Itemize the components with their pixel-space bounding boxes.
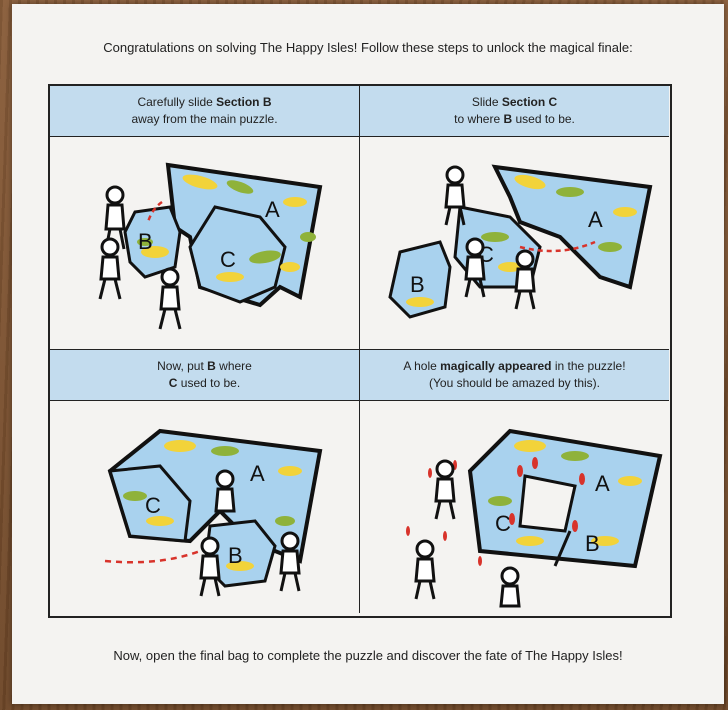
step-1-illustration: A C B [98,162,323,330]
piece-b [388,240,452,319]
characters [199,469,301,597]
puzzle-main: A C [165,162,323,308]
svg-text:A: A [588,207,603,232]
step-4-panel: A hole magically appeared in the puzzle!… [360,350,669,613]
characters [414,459,521,608]
label-b: B [138,229,153,254]
step-2-caption: Slide Section C to where B used to be. [360,86,669,137]
characters [444,165,536,310]
svg-text:A: A [250,461,265,486]
characters [98,185,182,330]
label-a: A [265,197,280,222]
magic-hole [518,474,577,533]
step-1-caption: Carefully slide Section B away from the … [50,86,359,137]
svg-text:C: C [145,493,161,518]
label-c: C [220,247,236,272]
svg-text:A: A [595,471,610,496]
svg-text:B: B [410,272,425,297]
step-4-caption: A hole magically appeared in the puzzle!… [360,350,669,401]
svg-text:B: B [585,531,600,556]
step-3-caption: Now, put B where C used to be. [50,350,359,401]
red-arrow [519,240,596,253]
surprise-marks [406,457,585,566]
footer-text: Now, open the final bag to complete the … [113,648,623,663]
header-text: Congratulations on solving The Happy Isl… [103,40,633,55]
step-3-panel: Now, put B where C used to be. A C B [50,350,360,613]
step-2-illustration: A C B [388,164,653,319]
puzzle-main [491,164,653,290]
svg-text:C: C [495,511,511,536]
red-arrow [104,549,201,564]
instruction-grid: Carefully slide Section B away from the … [48,84,672,618]
step-3-illustration: A C B [104,428,323,597]
step-1-panel: Carefully slide Section B away from the … [50,86,360,350]
red-arrow [146,200,163,223]
step-4-illustration: A C B [406,428,663,608]
step-2-panel: Slide Section C to where B used to be. A… [360,86,669,350]
piece-b: B [123,205,182,279]
svg-text:B: B [228,543,243,568]
instruction-sheet: Congratulations on solving The Happy Isl… [12,4,724,704]
